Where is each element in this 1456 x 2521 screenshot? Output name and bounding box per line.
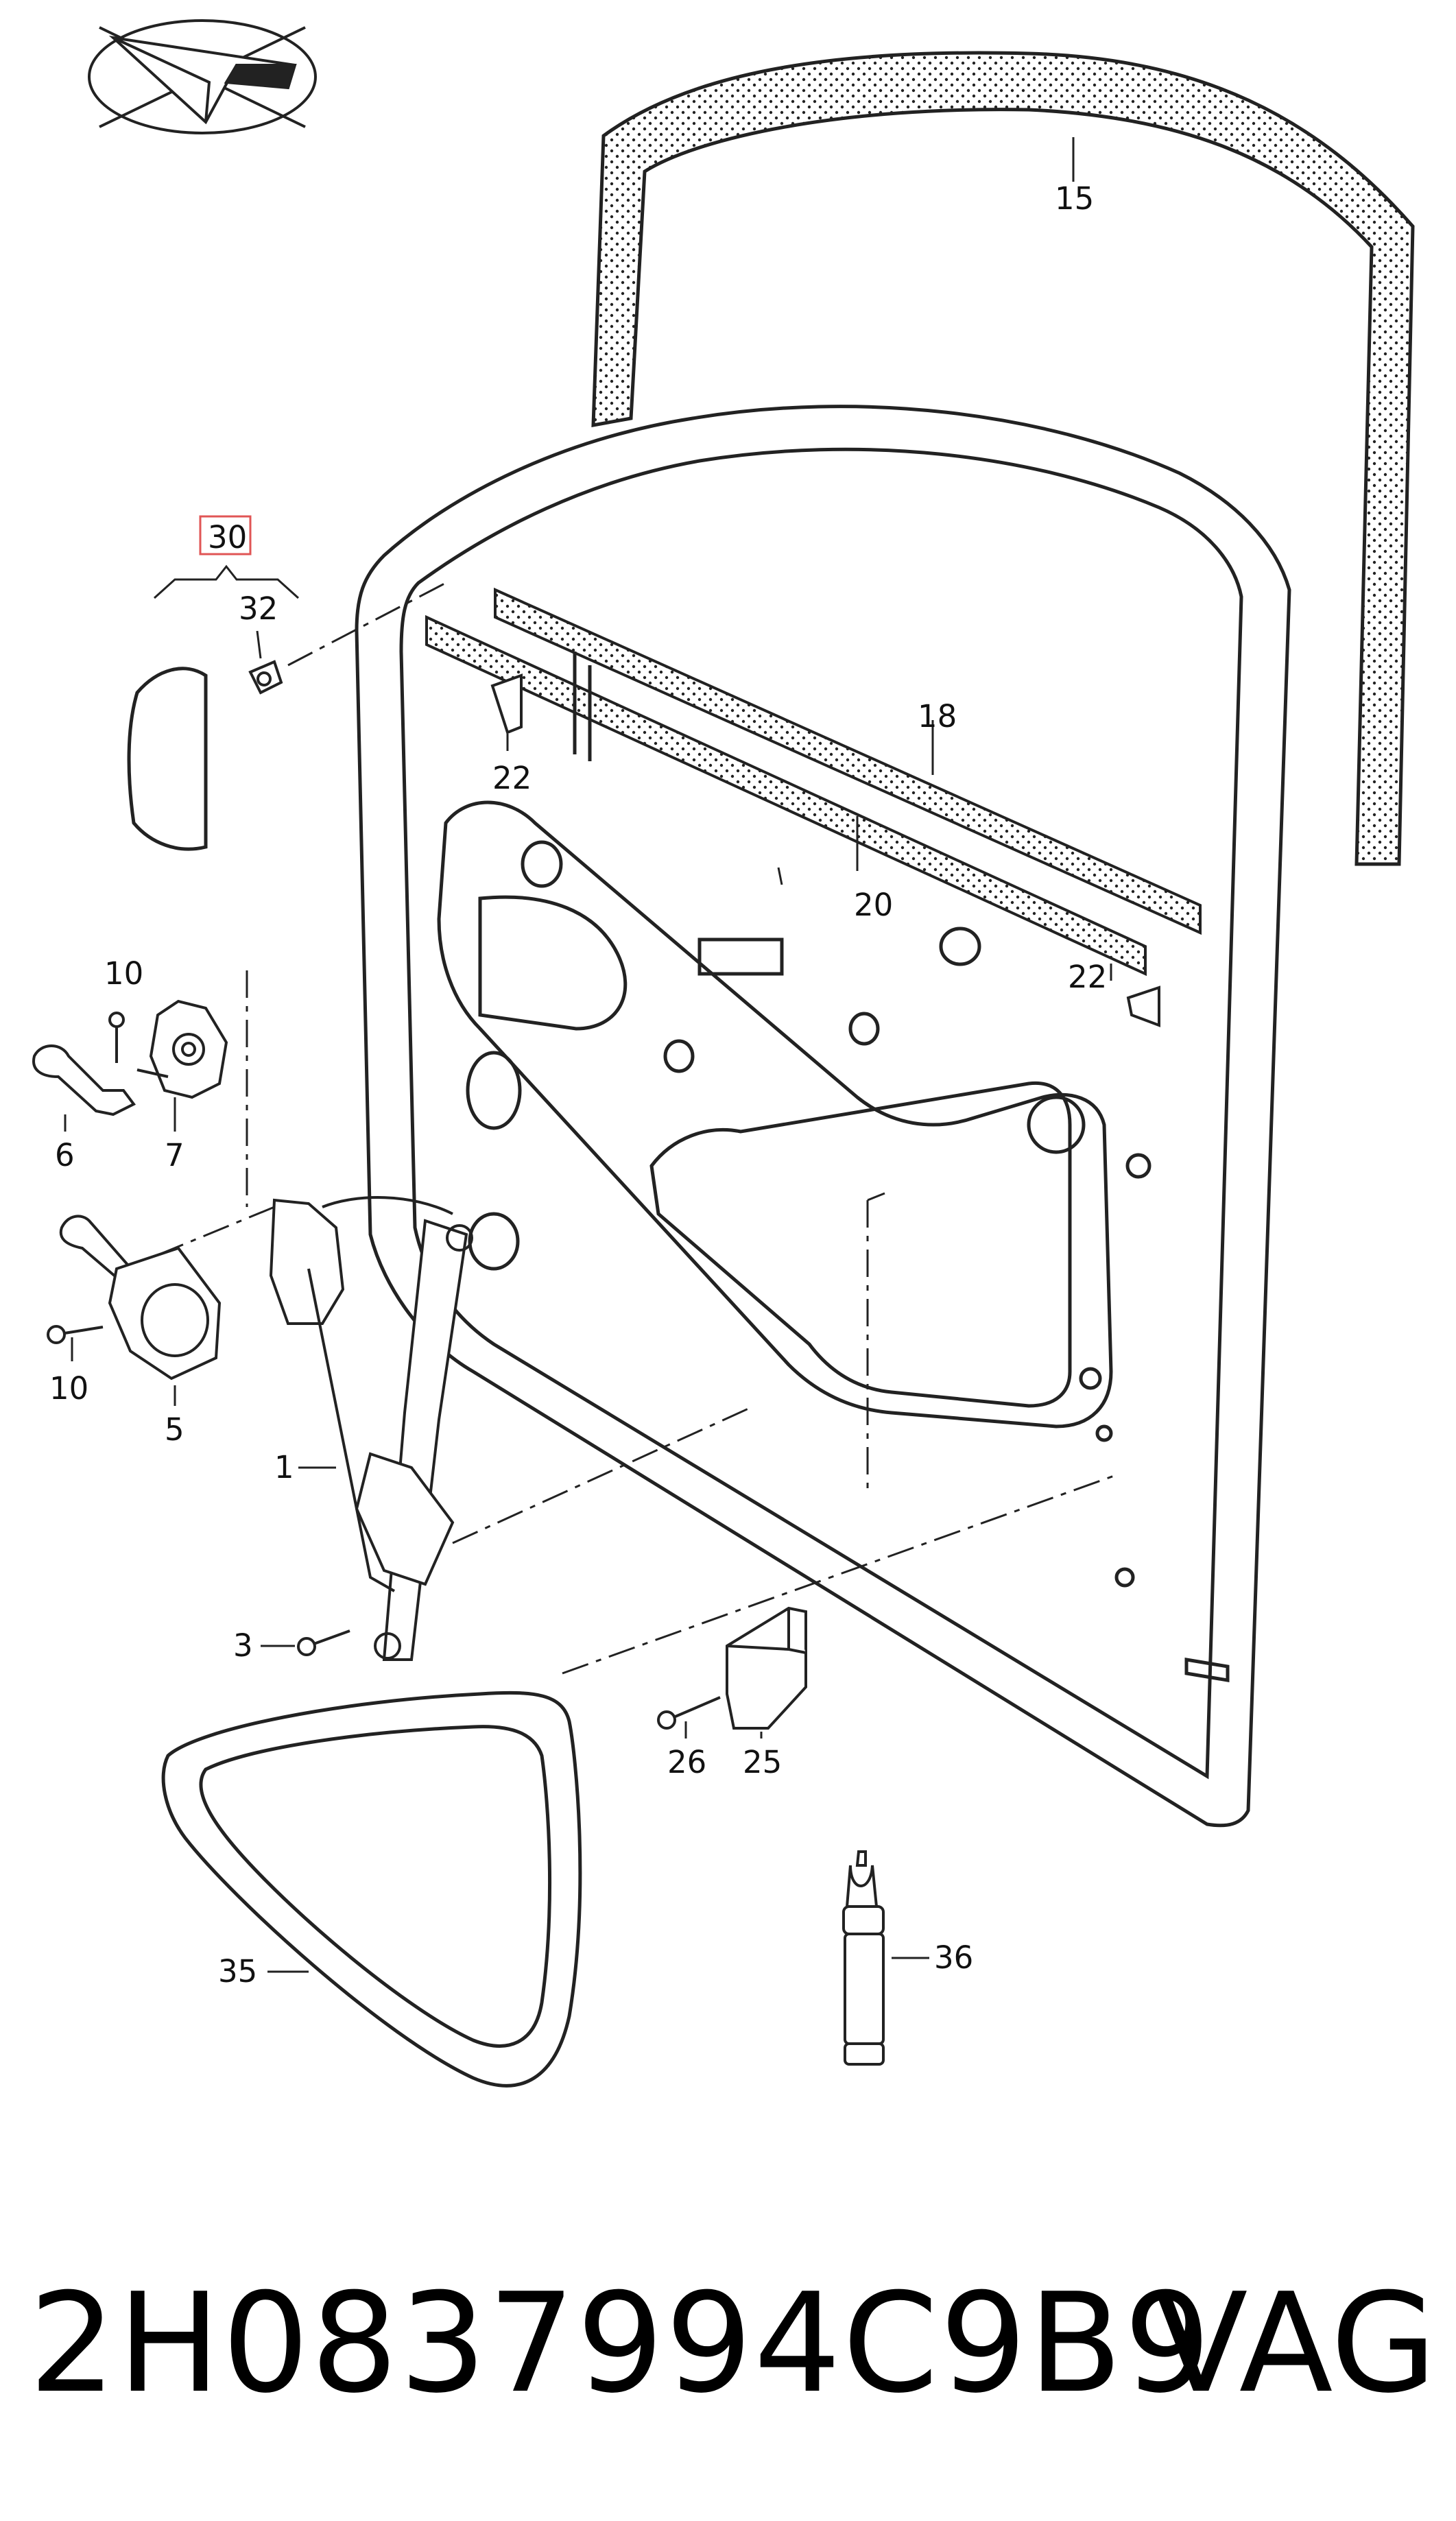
window-channel-strips <box>425 587 1202 977</box>
mirror-clip-32 <box>248 660 283 695</box>
callout-35: 35 <box>218 1953 257 1990</box>
callout-6: 6 <box>55 1137 75 1173</box>
window-crank-handle-6 <box>32 1044 136 1116</box>
part-number: 2H0837994C9B9 <box>29 2264 1213 2424</box>
callout-26: 26 <box>667 1744 706 1780</box>
callout-36: 36 <box>934 1939 973 1976</box>
callout-bracket-30 <box>153 564 300 599</box>
callout-3: 3 <box>233 1627 253 1664</box>
callout-22-left: 22 <box>492 760 532 796</box>
highlight-box-30 <box>199 515 252 555</box>
guide-lines <box>157 582 1119 1675</box>
screw-3 <box>297 1629 350 1656</box>
door-inner-panel <box>355 405 1291 1828</box>
brand-name: VAG <box>1154 2264 1437 2424</box>
sealing-membrane-35 <box>161 1690 582 2088</box>
clip-parts-22 <box>490 673 1160 1027</box>
window-regulator-1 <box>269 1196 473 1661</box>
callout-10-bottom: 10 <box>49 1370 88 1407</box>
mirror-cover-30 <box>127 667 208 851</box>
screw-10-top <box>108 1012 125 1063</box>
callout-15: 15 <box>1055 180 1094 217</box>
window-motor-5 <box>59 1215 222 1381</box>
adhesive-tube-36 <box>842 1850 885 2066</box>
callout-18: 18 <box>918 698 957 734</box>
bracket-plate-25 <box>726 1606 807 1730</box>
door-seal-15 <box>591 51 1415 866</box>
callout-20: 20 <box>854 887 893 923</box>
window-regulator-gear-7 <box>136 999 228 1099</box>
screw-10-bottom <box>47 1325 104 1344</box>
callout-25: 25 <box>743 1744 782 1780</box>
callout-5: 5 <box>165 1411 184 1448</box>
paper-plane-emblem-icon <box>88 19 317 134</box>
callout-7: 7 <box>165 1137 184 1173</box>
callout-10-top: 10 <box>104 955 143 992</box>
callout-30: 30 <box>208 519 247 555</box>
callout-leaders <box>64 137 1112 1973</box>
callout-22-right: 22 <box>1068 959 1107 995</box>
callout-1: 1 <box>274 1449 294 1485</box>
callout-32: 32 <box>239 590 278 627</box>
screw-26 <box>657 1696 721 1730</box>
